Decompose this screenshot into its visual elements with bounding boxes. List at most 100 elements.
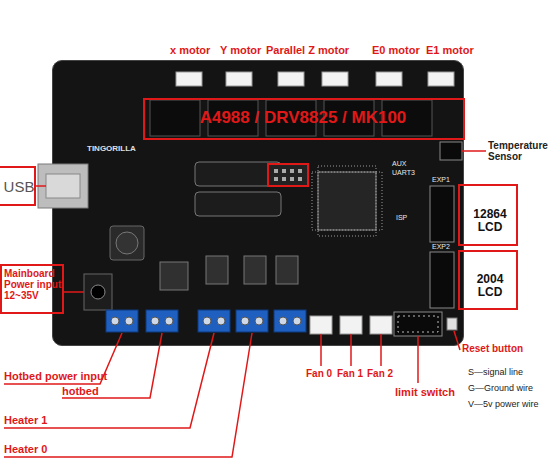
lcd-header — [430, 186, 454, 242]
chip-pins — [318, 230, 376, 236]
chip-pins — [376, 172, 382, 230]
terminal-screw — [255, 317, 263, 325]
callout-label: Parallel Z motor — [266, 44, 349, 56]
leader-line — [4, 333, 214, 428]
terminal-screw — [279, 317, 287, 325]
leader-line — [4, 333, 122, 384]
motor-connector — [176, 72, 202, 86]
motor-connector — [226, 72, 252, 86]
lcd-header — [430, 252, 454, 308]
inductor — [110, 226, 144, 260]
box-text: Mainboard Power input 12~35V — [4, 268, 62, 301]
sensor-header — [440, 142, 462, 160]
driver-box: A4988 / DRV8825 / MK100 — [143, 98, 465, 140]
usb-port — [38, 164, 88, 208]
leader-line — [62, 333, 162, 398]
mcu-chip — [318, 172, 376, 230]
leader-line — [36, 185, 46, 187]
callout-label: E1 motor — [426, 44, 474, 56]
box-text: TINGORILLA — [87, 145, 157, 154]
chip-pins — [318, 166, 376, 172]
leader-line — [4, 333, 252, 457]
leader-line — [64, 291, 84, 293]
lcd-box: 12864 LCD — [458, 184, 518, 246]
jumper-pin — [290, 169, 294, 173]
silkscreen-label: AUX — [392, 160, 406, 168]
jumper-pin — [282, 169, 286, 173]
regulator — [160, 262, 188, 290]
driver-socket — [324, 100, 374, 136]
motor-connector — [376, 72, 402, 86]
callout-label: x motor — [170, 44, 210, 56]
screw-terminal — [198, 310, 230, 332]
lcd-box: 2004 LCD — [458, 250, 518, 310]
leader-line — [417, 336, 419, 383]
callout-label: E0 motor — [372, 44, 420, 56]
jumper-block — [268, 164, 308, 186]
terminal-screw — [165, 317, 173, 325]
chip-pins — [312, 172, 318, 230]
mosfet — [244, 256, 266, 284]
inductor-core — [116, 232, 138, 254]
terminal-screw — [293, 317, 301, 325]
terminal-screw — [217, 317, 225, 325]
mosfet — [276, 256, 298, 284]
fan-connector — [340, 316, 362, 334]
driver-socket — [266, 100, 316, 136]
capacitor — [195, 162, 281, 186]
driver-socket — [208, 100, 258, 136]
terminal-screw — [151, 317, 159, 325]
driver-socket — [150, 100, 200, 136]
motor-connector — [322, 72, 348, 86]
terminal-screw — [203, 317, 211, 325]
mosfet — [206, 256, 228, 284]
callout-label: S—signal line — [468, 368, 523, 378]
limit-header — [394, 312, 442, 336]
callout-label: V—5v power wire — [468, 400, 539, 410]
power-jack-hole — [91, 285, 105, 299]
callout-label: G—Ground wire — [468, 384, 533, 394]
box-text: 12864 LCD — [463, 208, 517, 234]
leader-line — [462, 150, 486, 152]
jumper-pin — [274, 177, 278, 181]
jumper-pin — [298, 169, 302, 173]
callout-label: Heater 0 — [4, 443, 47, 455]
driver-socket — [382, 100, 432, 136]
silkscreen-label: ISP — [396, 214, 407, 222]
callout-label: Fan 2 — [367, 368, 393, 379]
motor-connector — [278, 72, 304, 86]
callout-label: Hotbed power input — [4, 370, 107, 382]
callout-label: Temperature Sensor — [488, 140, 558, 162]
terminal-screw — [125, 317, 133, 325]
power-box: Mainboard Power input 12~35V — [0, 264, 64, 314]
callout-label: hotbed — [62, 385, 99, 397]
reset-button — [447, 318, 457, 330]
jumper-pin — [290, 177, 294, 181]
usb-box: USB — [0, 166, 36, 206]
silkscreen-label: EXP2 — [432, 243, 450, 251]
motor-connector — [428, 72, 454, 86]
callout-label: Heater 1 — [4, 414, 47, 426]
jumper-pin — [298, 177, 302, 181]
screw-terminal — [236, 310, 268, 332]
callout-label: Fan 1 — [337, 368, 363, 379]
screw-terminal — [146, 310, 178, 332]
silkscreen-label: EXP1 — [432, 176, 450, 184]
mainboard: TINGORILLA A4988 / DRV8825 / MK100 — [52, 60, 464, 346]
power-jack — [84, 274, 112, 310]
limit-pins — [398, 316, 438, 332]
jumper-pin — [282, 177, 286, 181]
fan-connector — [310, 316, 332, 334]
screw-terminal — [106, 310, 138, 332]
box-text: A4988 / DRV8825 / MK100 — [153, 109, 453, 128]
callout-label: Reset button — [462, 343, 523, 354]
silkscreen-label: UART3 — [392, 169, 415, 177]
jumper-pin — [274, 169, 278, 173]
fan-connector — [370, 316, 392, 334]
leader-line — [380, 334, 382, 366]
callout-label: Y motor — [220, 44, 261, 56]
callout-label: Fan 0 — [306, 368, 332, 379]
callout-label: limit switch — [395, 386, 455, 398]
terminal-screw — [241, 317, 249, 325]
